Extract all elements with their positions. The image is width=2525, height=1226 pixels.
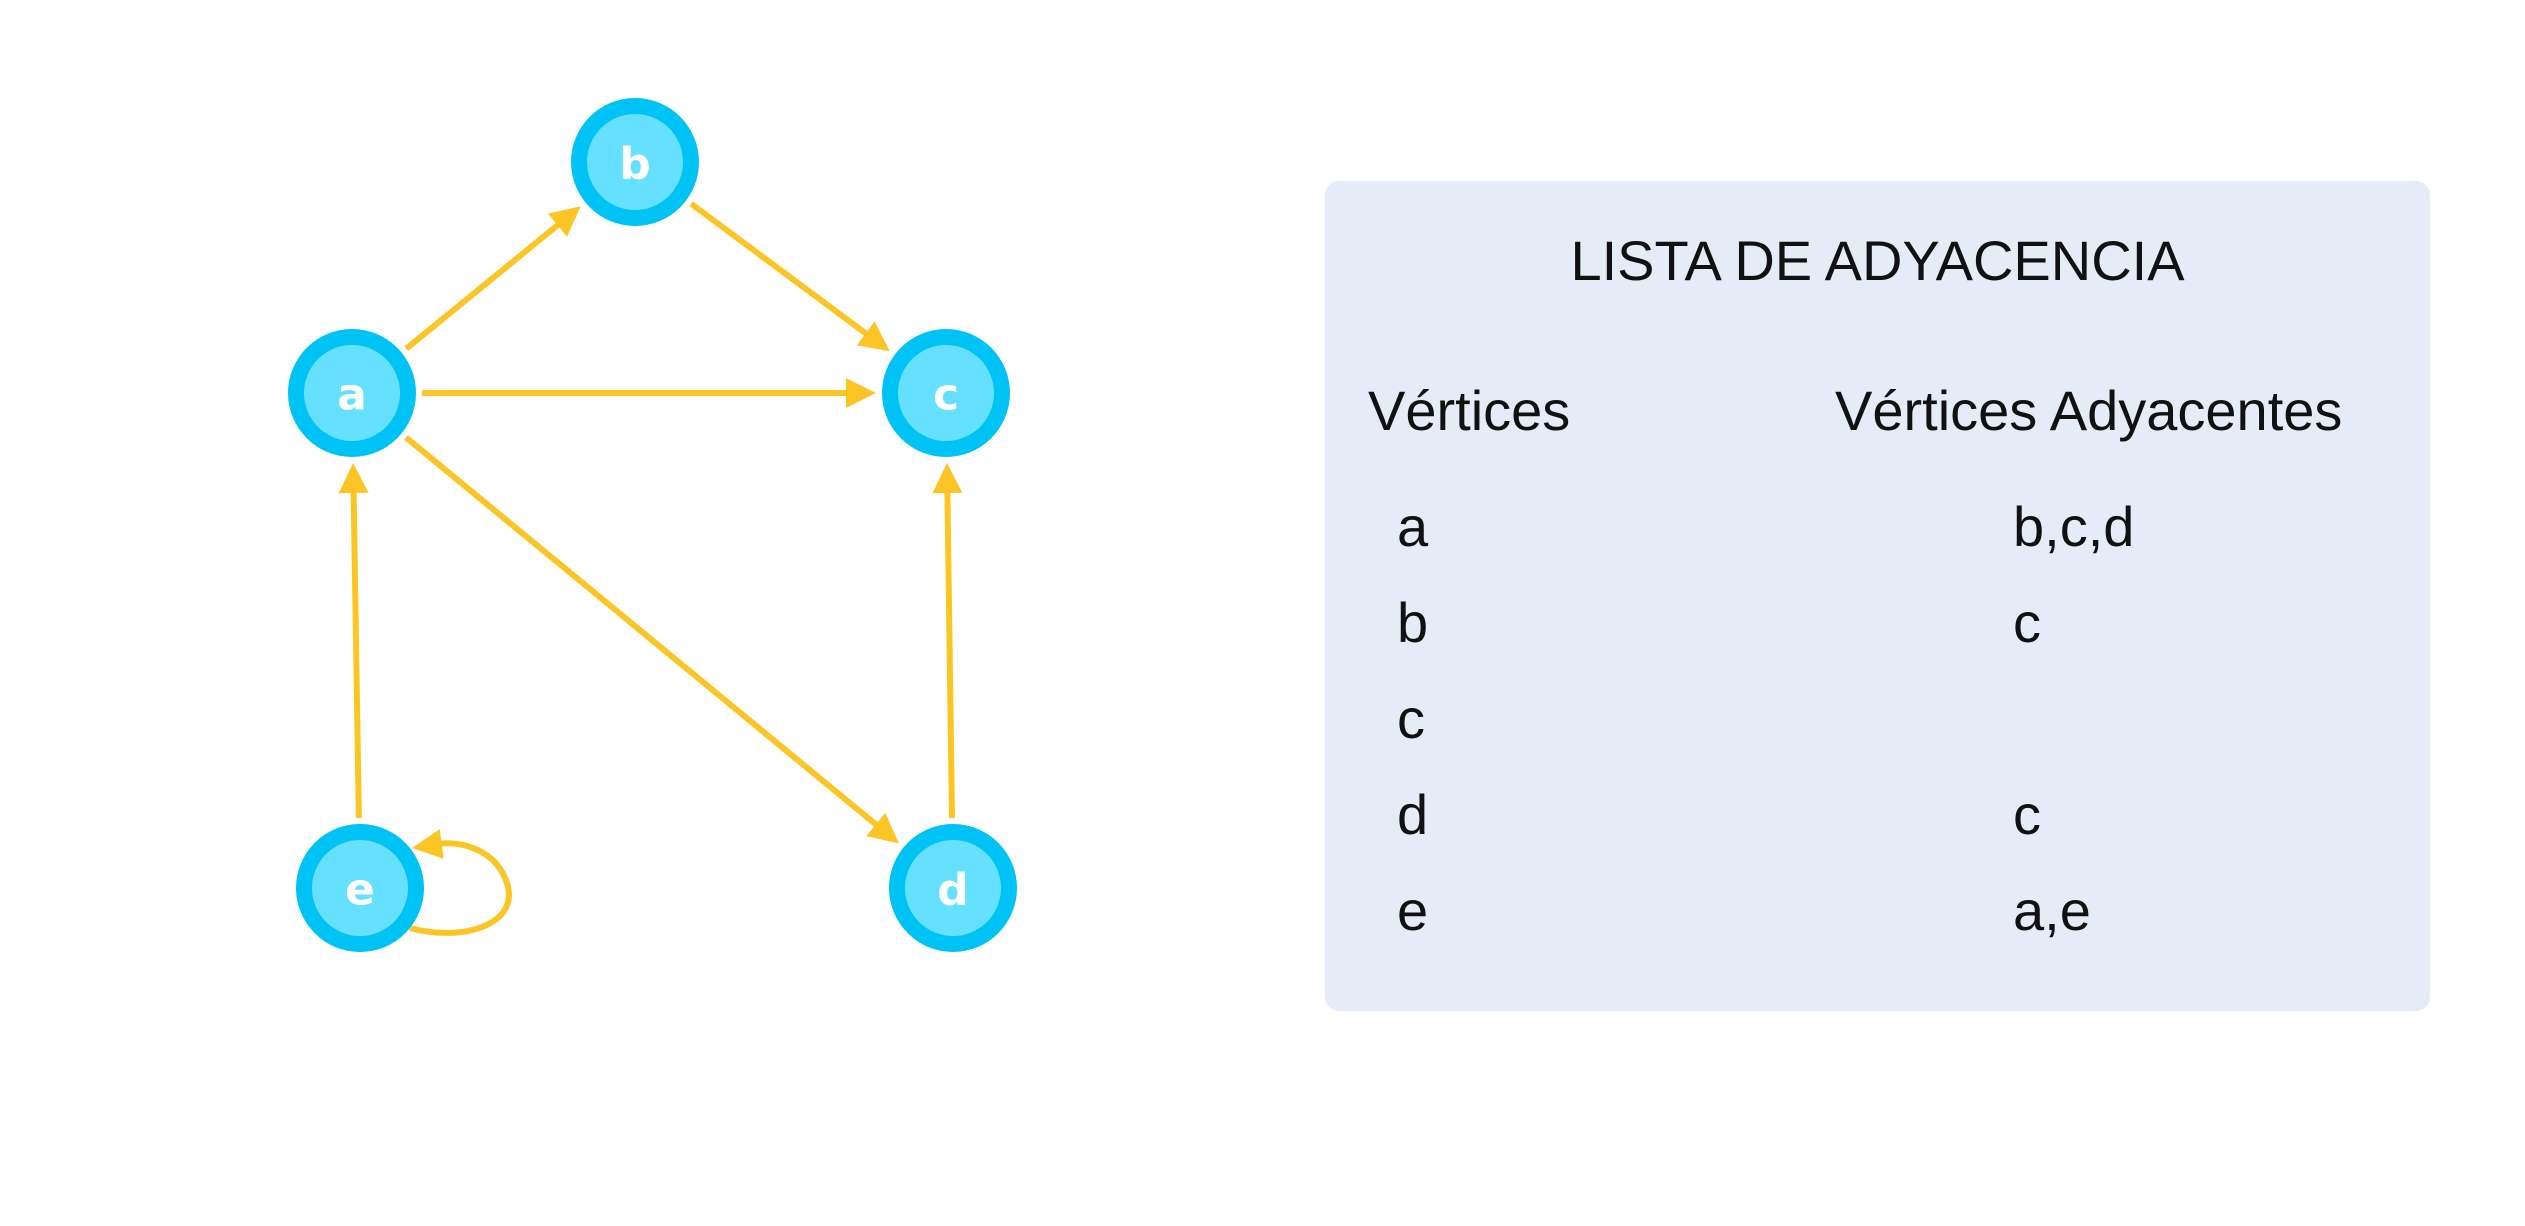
vertex-cell: b bbox=[1397, 591, 1429, 654]
node-d: d bbox=[889, 824, 1017, 952]
self-loop-line bbox=[409, 840, 512, 936]
node-label: a bbox=[337, 370, 367, 421]
edge-a-to-c bbox=[422, 378, 876, 408]
vertex-cell: a bbox=[1397, 495, 1429, 558]
node-label: e bbox=[345, 865, 375, 916]
node-b: b bbox=[571, 98, 699, 226]
table-row: d c bbox=[1325, 783, 2430, 879]
edge-arrowhead bbox=[866, 812, 899, 844]
node-fill bbox=[898, 345, 994, 441]
edge-line bbox=[404, 220, 563, 352]
adjacent-cell: a,e bbox=[2013, 879, 2091, 942]
nodes-layer: a b c d e bbox=[288, 98, 1017, 952]
adjacent-cell: b,c,d bbox=[2013, 495, 2135, 558]
edge-arrowhead bbox=[548, 206, 581, 237]
node-fill bbox=[312, 840, 408, 936]
edge-arrowhead bbox=[338, 462, 369, 494]
panel-title: LISTA DE ADYACENCIA bbox=[1570, 229, 2185, 292]
adjacency-list-panel: LISTA DE ADYACENCIA Vértices Vértices Ad… bbox=[1325, 181, 2430, 1011]
edge-arrowhead bbox=[932, 462, 963, 494]
node-label: b bbox=[619, 139, 651, 190]
edge-arrowhead bbox=[856, 321, 890, 352]
edge-arrowhead bbox=[846, 378, 876, 408]
node-fill bbox=[587, 114, 683, 210]
vertex-cell: e bbox=[1397, 879, 1429, 942]
node-label: c bbox=[933, 370, 959, 421]
table-row: e a,e bbox=[1325, 879, 2430, 975]
node-label: d bbox=[937, 865, 969, 916]
adjacent-vertices-column-header: Vértices Adyacentes bbox=[1835, 379, 2343, 442]
table-row: b c bbox=[1325, 591, 2430, 687]
edges-layer bbox=[338, 201, 963, 936]
edge-b-to-c bbox=[689, 201, 890, 352]
self-loop-arrowhead bbox=[412, 829, 444, 859]
edge-line bbox=[404, 435, 881, 830]
node-fill bbox=[304, 345, 400, 441]
edge-a-to-b bbox=[404, 206, 581, 352]
edge-line bbox=[350, 488, 362, 819]
vertices-column-header: Vértices bbox=[1368, 379, 1571, 442]
directed-graph: a b c d e bbox=[288, 98, 1017, 952]
edge-line bbox=[944, 488, 956, 819]
table-row: a b,c,d bbox=[1325, 495, 2430, 591]
edge-line bbox=[689, 201, 871, 339]
node-a: a bbox=[288, 329, 416, 457]
vertex-cell: d bbox=[1397, 783, 1429, 846]
edge-d-to-c bbox=[932, 462, 963, 819]
edge-a-to-d bbox=[404, 435, 899, 844]
node-c: c bbox=[882, 329, 1010, 457]
adjacent-cell: c bbox=[2013, 783, 2041, 846]
node-fill bbox=[905, 840, 1001, 936]
adjacent-cell: c bbox=[2013, 591, 2041, 654]
node-e: e bbox=[296, 824, 424, 952]
table-row: c bbox=[1325, 687, 2430, 783]
vertex-cell: c bbox=[1397, 687, 1425, 750]
edge-e-to-a bbox=[338, 462, 369, 819]
edge-e-to-e bbox=[409, 829, 512, 936]
